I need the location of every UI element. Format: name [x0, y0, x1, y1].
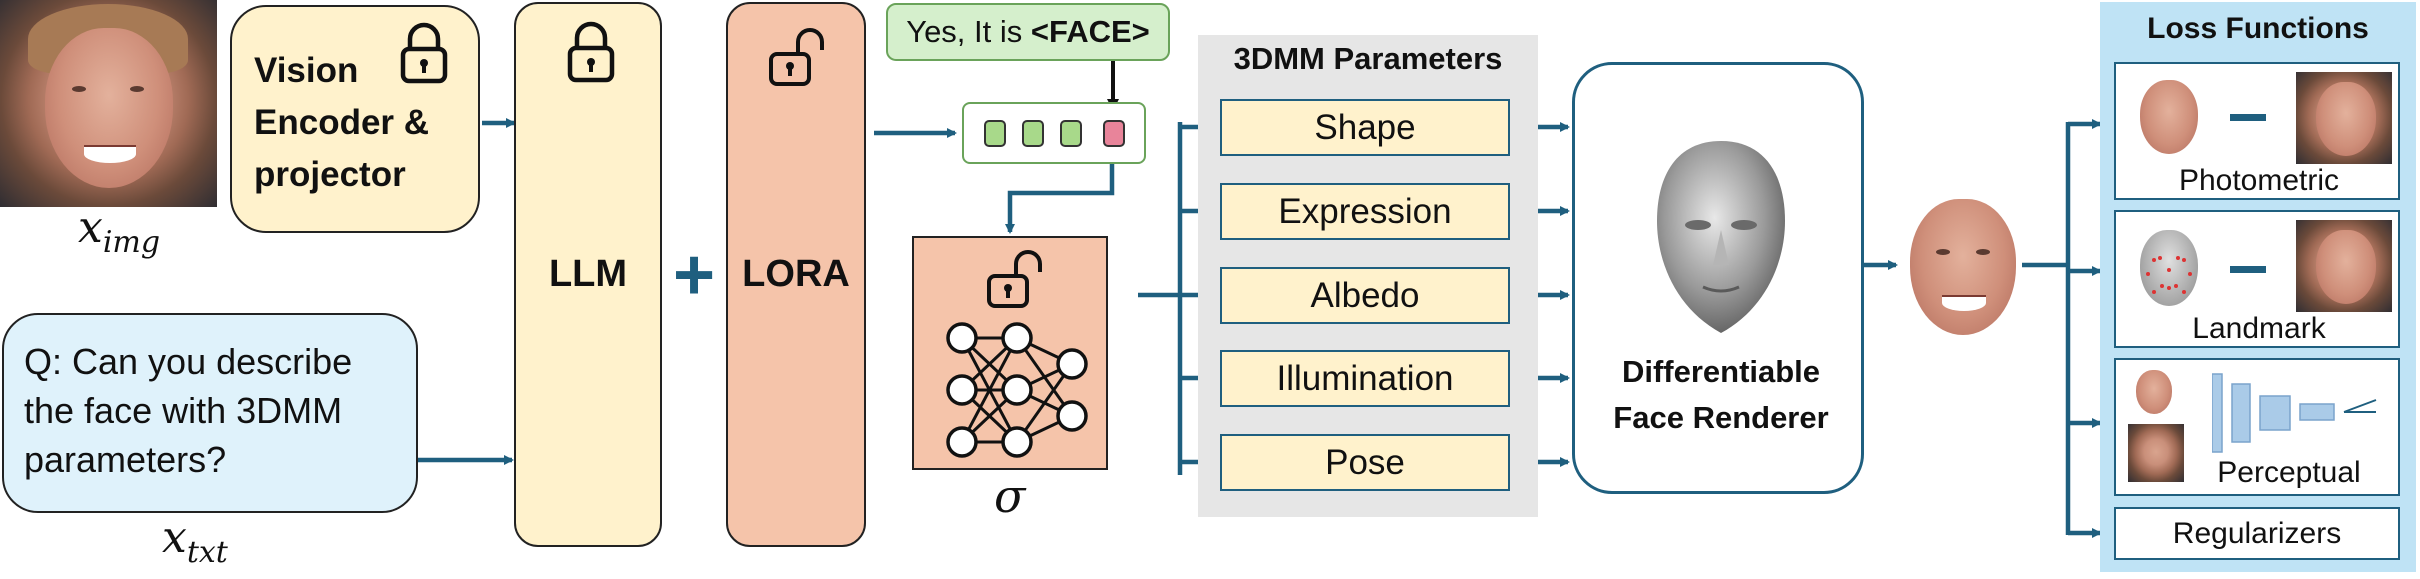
llm-block: LLM — [514, 2, 662, 547]
neural-network-icon — [946, 322, 1088, 458]
renderer-label-line2: Face Renderer — [1613, 400, 1829, 435]
param-pose: Pose — [1220, 434, 1510, 491]
question-box: Q: Can you describe the face with 3DMM p… — [2, 313, 418, 513]
renderer-box: Differentiable Face Renderer — [1572, 62, 1864, 494]
loss-landmark: Landmark — [2114, 210, 2400, 348]
param-albedo: Albedo — [1220, 267, 1510, 324]
token — [984, 120, 1006, 147]
face-mesh-icon — [1657, 141, 1785, 333]
loss-regularizers: Regularizers — [2114, 507, 2400, 560]
loss-photometric-label: Photometric — [2178, 164, 2340, 197]
param-shape: Shape — [1220, 99, 1510, 156]
rendered-face — [1906, 195, 2020, 339]
loss-landmark-label: Landmark — [2192, 312, 2326, 345]
vision-encoder-box: Vision Encoder & projector — [230, 5, 480, 233]
question-text: Q: Can you describe the face with 3DMM p… — [24, 341, 353, 480]
unlock-icon — [987, 250, 1042, 308]
arrow-token-mlp — [1005, 162, 1115, 234]
param-expression: Expression — [1220, 183, 1510, 240]
token — [1022, 120, 1044, 147]
input-face-image — [0, 0, 217, 207]
mlp-label: σ — [994, 469, 1026, 523]
loss-perceptual: Perceptual — [2114, 358, 2400, 496]
lock-icon — [400, 22, 448, 84]
mlp-projector-box — [912, 236, 1108, 470]
lock-icon — [567, 21, 615, 83]
answer-bubble: Yes, It is <FACE> — [886, 3, 1170, 61]
token — [1060, 120, 1082, 147]
param-illumination: Illumination — [1220, 350, 1510, 407]
renderer-label-line1: Differentiable — [1621, 354, 1821, 389]
input-text-label: xtxt — [162, 512, 228, 570]
lora-label: LORA — [742, 253, 850, 295]
input-image-label: ximg — [78, 202, 161, 260]
unlock-icon — [769, 28, 824, 86]
params-title: 3DMM Parameters — [1233, 41, 1503, 76]
loss-title: Loss Functions — [2147, 12, 2369, 45]
loss-perceptual-label: Perceptual — [2217, 456, 2361, 489]
loss-photometric: Photometric — [2114, 62, 2400, 200]
plus-sign: + — [672, 235, 716, 315]
token-strip — [962, 102, 1146, 164]
llm-label: LLM — [548, 253, 628, 295]
lora-block: LORA — [726, 2, 866, 547]
cnn-feature-icon — [2212, 373, 2377, 453]
face-token — [1103, 120, 1125, 147]
